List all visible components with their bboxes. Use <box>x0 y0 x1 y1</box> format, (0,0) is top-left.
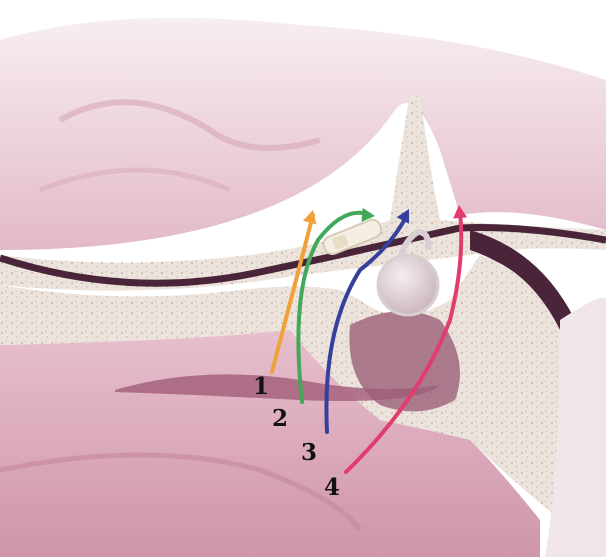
ossicle-head <box>378 255 438 315</box>
upper-tissue <box>0 18 606 250</box>
approach-label-4: 4 <box>324 476 340 499</box>
approach-label-2: 2 <box>272 407 288 430</box>
approach-arrowhead-1 <box>303 208 320 224</box>
approach-label-3: 3 <box>301 441 317 464</box>
approach-label-1: 1 <box>253 375 269 398</box>
